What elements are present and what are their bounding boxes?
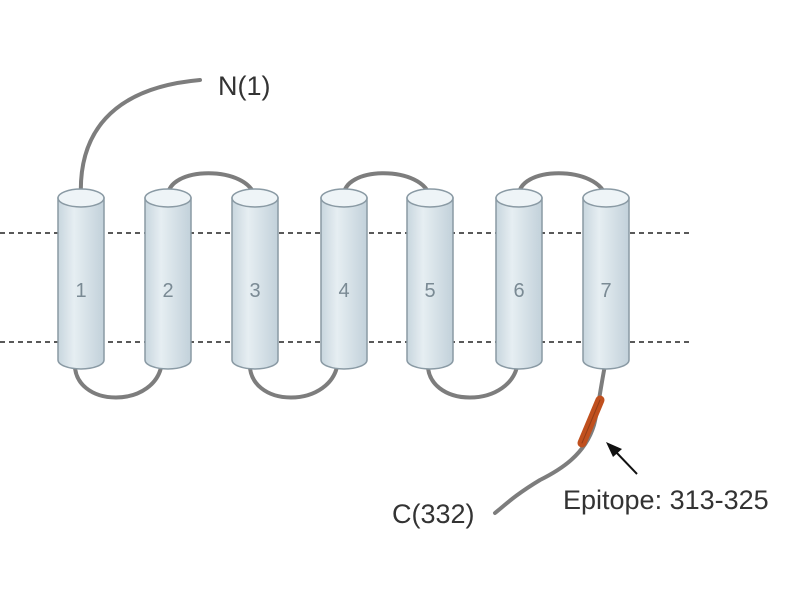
helix-label: 5 xyxy=(424,280,435,302)
helix-4: 4 xyxy=(320,188,368,370)
intracellular-loop-3 xyxy=(425,358,520,400)
helix-body xyxy=(495,197,543,370)
loops xyxy=(72,78,608,515)
extracellular-loop-3 xyxy=(516,171,608,200)
helix-2: 2 xyxy=(144,188,192,370)
extracellular-loop-1 xyxy=(165,171,257,200)
helix-body xyxy=(231,197,279,370)
helix-cap xyxy=(144,188,192,208)
helix-label: 2 xyxy=(162,280,173,302)
helix-label: 3 xyxy=(249,280,260,302)
helix-body xyxy=(57,197,105,370)
extracellular-loop-2 xyxy=(341,171,432,200)
helix-cap xyxy=(582,188,630,208)
epitope-arrow xyxy=(606,442,638,475)
n-terminus-label: N(1) xyxy=(218,71,271,101)
helix-body xyxy=(406,197,454,370)
helix-6: 6 xyxy=(495,188,543,370)
helix-label: 7 xyxy=(600,280,611,302)
helix-body xyxy=(582,197,630,370)
n-terminal-tail xyxy=(78,78,202,200)
helix-cap xyxy=(231,188,279,208)
c-terminus-label: C(332) xyxy=(392,499,475,529)
helix-3: 3 xyxy=(231,188,279,370)
helix-cap xyxy=(320,188,368,208)
helix-1: 1 xyxy=(57,188,105,370)
helix-label: 1 xyxy=(75,280,86,302)
helix-5: 5 xyxy=(406,188,454,370)
helix-cap xyxy=(57,188,105,208)
epitope-segment-outline xyxy=(581,399,601,444)
transmembrane-helices: 1 2 3 4 5 6 7 xyxy=(57,188,630,370)
intracellular-loop-1 xyxy=(72,358,164,400)
helix-cap xyxy=(495,188,543,208)
helix-7: 7 xyxy=(582,188,630,370)
intracellular-loop-2 xyxy=(247,358,340,400)
epitope-label: Epitope: 313-325 xyxy=(563,485,769,515)
helix-body xyxy=(320,197,368,370)
helix-label: 6 xyxy=(513,280,524,302)
helix-body xyxy=(144,197,192,370)
helix-label: 4 xyxy=(338,280,349,302)
helix-cap xyxy=(406,188,454,208)
